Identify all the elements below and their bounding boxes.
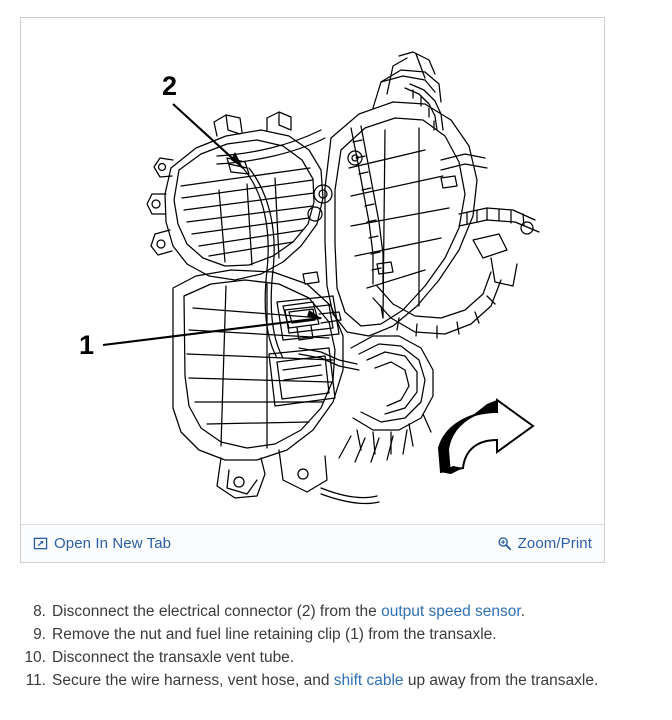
instruction-step: 9. Remove the nut and fuel line retaining… <box>0 623 672 646</box>
step-text: Secure the wire harness, vent hose, and … <box>52 669 672 692</box>
magnifier-plus-icon <box>497 536 512 551</box>
step-number: 11. <box>25 672 46 689</box>
step-number: 10. <box>24 649 46 666</box>
callout-1-label: 1 <box>79 330 94 360</box>
zoom-print-button[interactable]: Zoom/Print <box>497 536 592 551</box>
zoom-print-label: Zoom/Print <box>517 535 592 552</box>
step-text: Remove the nut and fuel line retaining c… <box>52 623 672 646</box>
figure-area[interactable]: 2 1 <box>21 18 604 524</box>
callout-2-label: 2 <box>162 71 177 101</box>
cross-reference-link[interactable]: output speed sensor <box>381 603 521 620</box>
open-in-new-tab-label: Open In New Tab <box>54 535 172 552</box>
instruction-step-list: 8. Disconnect the electrical connector (2… <box>0 600 672 692</box>
step-number: 8. <box>33 603 46 620</box>
step-text: Disconnect the electrical connector (2) … <box>52 600 672 623</box>
instruction-step: 8. Disconnect the electrical connector (2… <box>0 600 672 623</box>
step-text-fragment: up away from the transaxle. <box>403 672 599 689</box>
step-text-fragment: . <box>520 603 526 620</box>
callout-2-group: 2 <box>162 71 244 169</box>
step-number: 9. <box>33 626 46 643</box>
open-in-new-tab-icon <box>33 536 48 551</box>
cross-reference-link[interactable]: shift cable <box>333 672 404 689</box>
step-text: Disconnect the transaxle vent tube. <box>52 646 672 669</box>
step-text-fragment: Disconnect the transaxle vent tube. <box>52 649 295 666</box>
direction-arrow <box>437 398 535 474</box>
viewer-toolbar: Open In New Tab Zoom/Print <box>21 524 604 562</box>
step-text-fragment: Secure the wire harness, vent hose, and <box>52 672 334 689</box>
instruction-step: 11. Secure the wire harness, vent hose, a… <box>0 669 672 692</box>
image-viewer-frame: 2 1 <box>20 17 605 563</box>
open-in-new-tab-button[interactable]: Open In New Tab <box>33 536 171 551</box>
step-text-fragment: Disconnect the electrical connector (2) … <box>52 603 382 620</box>
instruction-step: 10. Disconnect the transaxle vent tube. <box>0 646 672 669</box>
transaxle-assembly-illustration[interactable]: 2 1 <box>21 18 604 524</box>
step-text-fragment: Remove the nut and fuel line retaining c… <box>52 626 497 643</box>
callout-1-group: 1 <box>79 310 322 360</box>
